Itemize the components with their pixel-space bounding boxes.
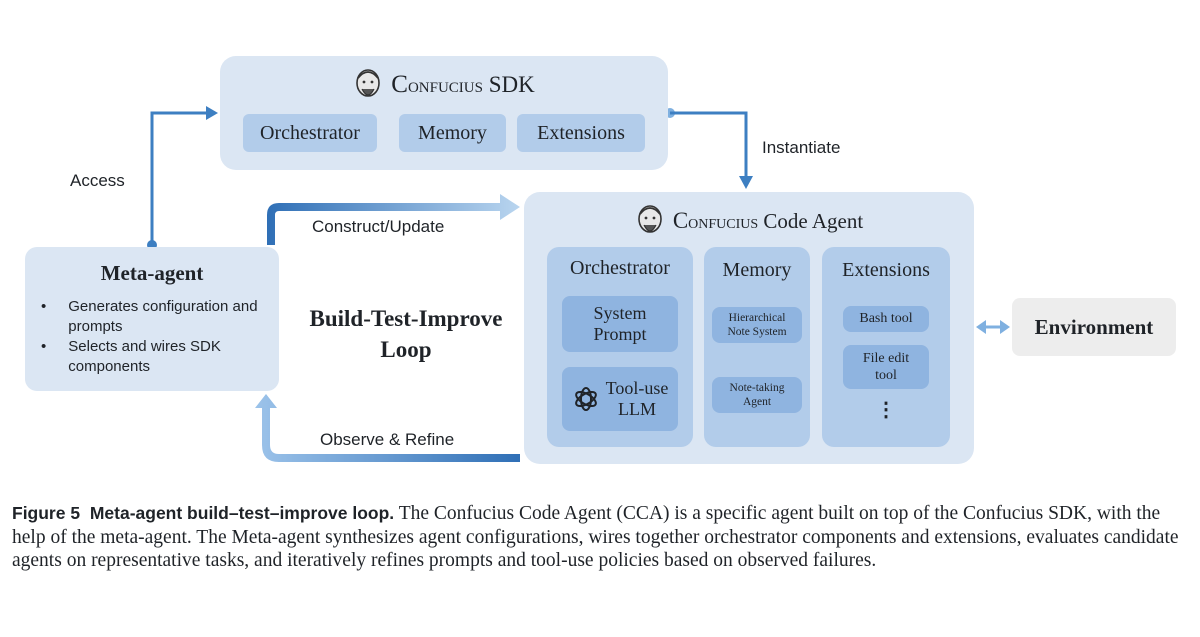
memory-title: Memory <box>722 259 792 281</box>
instantiate-arrow <box>665 108 753 189</box>
orchestrator-title: Orchestrator <box>570 257 670 279</box>
construct-update-arrow <box>267 194 520 245</box>
cca-memory-column: Memory Hierarchical Note System Note-tak… <box>704 247 810 447</box>
environment-box: Environment <box>1012 298 1176 356</box>
confucius-code-agent-panel: Confucius Code Agent Orchestrator System… <box>524 192 974 464</box>
access-label: Access <box>70 171 125 190</box>
sdk-title: Confucius SDK <box>391 71 535 98</box>
list-item: •Generates configuration and prompts <box>41 298 258 335</box>
file-edit-tool-box: File edit tool <box>843 345 929 389</box>
cca-title: Confucius Code Agent <box>672 208 864 233</box>
tool-use-llm-box: Tool-use LLM <box>562 367 678 431</box>
more-extensions-indicator: ⋮ <box>876 399 896 421</box>
system-prompt-box: System Prompt <box>562 296 678 352</box>
cca-orchestrator-column: Orchestrator System Prompt Tool-use LLM <box>547 247 693 447</box>
sdk-orchestrator-chip: Orchestrator <box>243 114 377 152</box>
cca-extensions-column: Extensions Bash tool File edit tool ⋮ <box>822 247 950 447</box>
observe-refine-arrow <box>255 394 520 462</box>
bash-tool-box: Bash tool <box>843 306 929 332</box>
meta-agent-title: Meta-agent <box>100 261 204 285</box>
observe-refine-label: Observe & Refine <box>320 430 455 449</box>
hierarchical-note-box: Hierarchical Note System <box>712 307 802 343</box>
openai-logo-icon <box>574 387 597 411</box>
construct-update-label: Construct/Update <box>312 217 445 236</box>
confucius-logo-icon <box>638 205 662 233</box>
note-taking-agent-box: Note-taking Agent <box>712 377 802 413</box>
caption-title: Meta-agent build–test–improve loop. <box>89 503 395 523</box>
caption-label: Figure 5 <box>12 503 81 523</box>
access-arrow <box>147 106 218 250</box>
confucius-sdk-panel: Confucius SDK Orchestrator Memory Extens… <box>220 56 668 170</box>
sdk-extensions-chip: Extensions <box>517 114 645 152</box>
caption-body: The Confucius Code Agent (CCA) is a spec… <box>12 503 1179 571</box>
confucius-logo-icon <box>356 69 381 97</box>
double-arrow-icon <box>976 320 1010 334</box>
figure-caption: Figure 5 Meta-agent build–test–improve l… <box>12 502 1187 573</box>
loop-label: Build-Test-Improve Loop <box>309 306 503 362</box>
sdk-memory-chip: Memory <box>399 114 506 152</box>
meta-agent-bullets: •Generates configuration and prompts •Se… <box>41 297 273 377</box>
meta-agent-panel: Meta-agent •Generates configuration and … <box>25 247 279 391</box>
list-item: •Selects and wires SDK components <box>41 338 221 375</box>
arrows-layer <box>147 106 1010 462</box>
instantiate-label: Instantiate <box>762 138 841 157</box>
extensions-title: Extensions <box>842 259 930 281</box>
